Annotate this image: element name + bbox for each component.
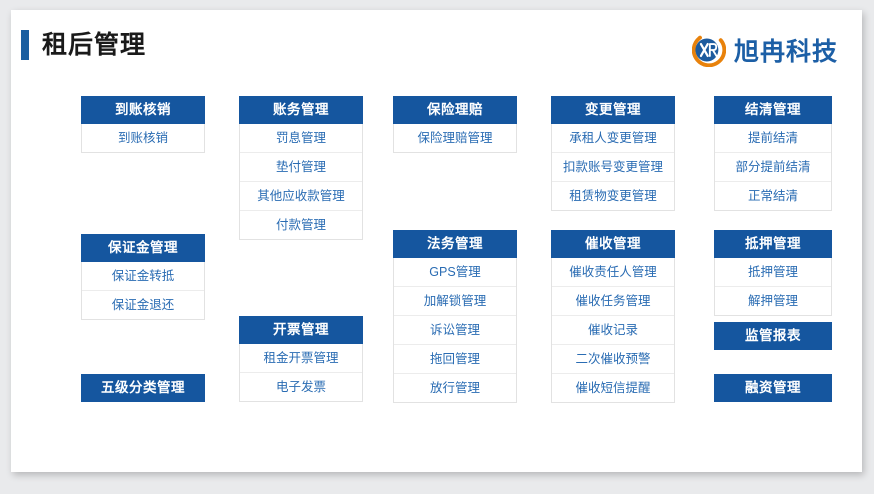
group-header-insurance-claims[interactable]: 保险理赔	[393, 96, 517, 124]
group-header-arrival-writeoff[interactable]: 到账核销	[81, 96, 205, 124]
group-item[interactable]: 催收责任人管理	[552, 258, 674, 287]
page-title-block: 租后管理	[21, 30, 146, 60]
group-item[interactable]: 加解锁管理	[394, 287, 516, 316]
group-item[interactable]: 付款管理	[275, 218, 326, 232]
page-title: 租后管理	[42, 30, 147, 59]
group-item-list-mortgage-management: 抵押管理解押管理	[714, 258, 832, 316]
group-item[interactable]: 租赁物变更管理	[569, 189, 657, 203]
module-group-five-level-classification: 五级分类管理	[81, 374, 205, 402]
group-header-five-level-classification[interactable]: 五级分类管理	[81, 374, 205, 402]
group-item[interactable]: 二次催收预警	[552, 345, 674, 374]
module-group-arrival-writeoff: 到账核销到账核销	[81, 96, 205, 153]
group-item[interactable]: 催收短信提醒	[575, 381, 651, 395]
module-group-invoice-management: 开票管理租金开票管理电子发票	[239, 316, 363, 402]
group-item[interactable]: 拖回管理	[394, 345, 516, 374]
group-item-list-arrival-writeoff: 到账核销	[81, 124, 205, 153]
group-header-invoice-management[interactable]: 开票管理	[239, 316, 363, 344]
group-item[interactable]: 电子发票	[275, 380, 326, 394]
group-header-accounting-management[interactable]: 账务管理	[239, 96, 363, 124]
group-item-list-invoice-management: 租金开票管理电子发票	[239, 344, 363, 402]
group-item-list-legal-affairs: GPS管理加解锁管理诉讼管理拖回管理放行管理	[393, 258, 517, 403]
group-item[interactable]: 其他应收款管理	[240, 182, 362, 211]
group-header-settlement-management[interactable]: 结清管理	[714, 96, 832, 124]
module-group-mortgage-management: 抵押管理抵押管理解押管理	[714, 230, 832, 316]
group-item[interactable]: 保证金转抵	[82, 262, 204, 291]
group-item[interactable]: 提前结清	[715, 124, 831, 153]
module-group-accounting-management: 账务管理罚息管理垫付管理其他应收款管理付款管理	[239, 96, 363, 240]
group-item[interactable]: 部分提前结清	[715, 153, 831, 182]
group-item[interactable]: 扣款账号变更管理	[552, 153, 674, 182]
module-group-regulatory-report: 监管报表	[714, 322, 832, 350]
module-group-settlement-management: 结清管理提前结清部分提前结清正常结清	[714, 96, 832, 211]
group-item[interactable]: 罚息管理	[240, 124, 362, 153]
title-accent-bar	[21, 30, 29, 60]
group-item-list-accounting-management: 罚息管理垫付管理其他应收款管理付款管理	[239, 124, 363, 240]
group-header-financing-management[interactable]: 融资管理	[714, 374, 832, 402]
brand-name: 旭冉科技	[733, 38, 838, 66]
module-group-change-management: 变更管理承租人变更管理扣款账号变更管理租赁物变更管理	[551, 96, 675, 211]
group-item[interactable]: 保证金退还	[111, 298, 175, 312]
xr-logo-icon	[691, 33, 726, 67]
group-item-list-collection-management: 催收责任人管理催收任务管理催收记录二次催收预警催收短信提醒	[551, 258, 675, 403]
group-item[interactable]: 解押管理	[747, 294, 798, 308]
module-group-deposit-management: 保证金管理保证金转抵保证金退还	[81, 234, 205, 320]
group-item-list-change-management: 承租人变更管理扣款账号变更管理租赁物变更管理	[551, 124, 675, 211]
module-group-collection-management: 催收管理催收责任人管理催收任务管理催收记录二次催收预警催收短信提醒	[551, 230, 675, 403]
group-item[interactable]: 保险理赔管理	[417, 131, 493, 145]
group-item[interactable]: 催收记录	[552, 316, 674, 345]
group-item[interactable]: 租金开票管理	[240, 344, 362, 373]
group-header-regulatory-report[interactable]: 监管报表	[714, 322, 832, 350]
group-item[interactable]: 抵押管理	[715, 258, 831, 287]
group-item[interactable]: 诉讼管理	[394, 316, 516, 345]
brand-logo: 旭冉科技	[691, 32, 838, 68]
module-grid: 到账核销到账核销保证金管理保证金转抵保证金退还五级分类管理账务管理罚息管理垫付管…	[11, 78, 862, 472]
group-header-deposit-management[interactable]: 保证金管理	[81, 234, 205, 262]
page-card: 租后管理 旭冉科技 到账核销到账核销保证金管理保证金转抵保证金退还五级分类管理账…	[11, 10, 862, 472]
group-item[interactable]: 催收任务管理	[552, 287, 674, 316]
group-header-legal-affairs[interactable]: 法务管理	[393, 230, 517, 258]
group-item-list-deposit-management: 保证金转抵保证金退还	[81, 262, 205, 320]
module-group-insurance-claims: 保险理赔保险理赔管理	[393, 96, 517, 153]
group-header-collection-management[interactable]: 催收管理	[551, 230, 675, 258]
group-header-mortgage-management[interactable]: 抵押管理	[714, 230, 832, 258]
group-item[interactable]: 垫付管理	[240, 153, 362, 182]
module-group-financing-management: 融资管理	[714, 374, 832, 402]
group-item-list-insurance-claims: 保险理赔管理	[393, 124, 517, 153]
group-item[interactable]: GPS管理	[394, 258, 516, 287]
page-header: 租后管理 旭冉科技	[11, 10, 862, 78]
group-header-change-management[interactable]: 变更管理	[551, 96, 675, 124]
group-item[interactable]: 承租人变更管理	[552, 124, 674, 153]
group-item-list-settlement-management: 提前结清部分提前结清正常结清	[714, 124, 832, 211]
group-item[interactable]: 放行管理	[429, 381, 480, 395]
group-item[interactable]: 正常结清	[747, 189, 798, 203]
group-item[interactable]: 到账核销	[117, 131, 168, 145]
